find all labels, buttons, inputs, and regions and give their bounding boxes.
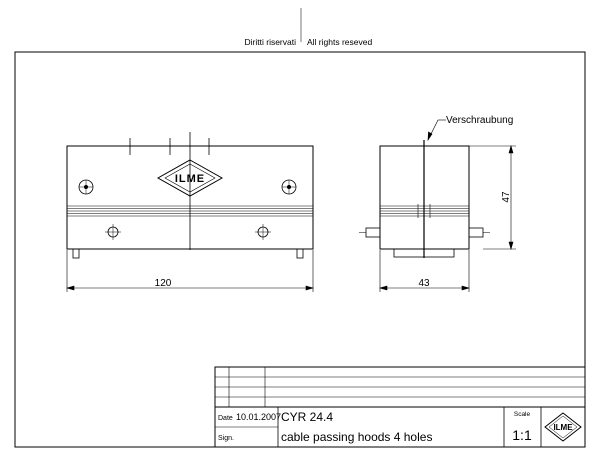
side-bottom-stub xyxy=(393,248,455,258)
title-block-logo-text: ILME xyxy=(553,423,573,432)
front-logo-text: ILME xyxy=(175,173,205,185)
part-code: CYR 24.4 xyxy=(281,410,333,424)
rights-reserved-italian: Diritti riservati xyxy=(245,37,297,47)
rights-reserved-english: All rights reseved xyxy=(307,37,372,47)
title-block xyxy=(214,366,586,448)
scale-value: 1:1 xyxy=(512,427,532,443)
front-left-screw xyxy=(78,179,94,195)
front-right-screw xyxy=(281,179,297,195)
date-label: Date xyxy=(218,415,233,422)
sign-label: Sign. xyxy=(218,435,234,442)
side-width-dimension xyxy=(378,250,471,292)
side-callout-label: Verschraubung xyxy=(446,115,513,126)
side-height-dimension xyxy=(469,144,516,251)
front-width-label: 120 xyxy=(155,278,172,289)
side-height-label: 47 xyxy=(501,191,512,203)
date-value: 10.01.2007 xyxy=(236,412,281,422)
front-right-hole xyxy=(255,224,271,240)
front-width-dimension xyxy=(65,250,315,292)
side-callout-leader xyxy=(427,119,446,142)
title-block-logo: ILME xyxy=(544,412,582,442)
part-description: cable passing hoods 4 holes xyxy=(281,430,432,444)
side-width-label: 43 xyxy=(418,278,430,289)
side-cable-glands xyxy=(359,227,490,238)
front-left-hole xyxy=(105,224,121,240)
front-feet xyxy=(72,248,304,259)
front-view: ILME xyxy=(65,132,315,292)
front-logo: ILME xyxy=(156,159,224,197)
scale-label: Scale xyxy=(514,411,531,418)
side-view: Verschraubung 43 47 xyxy=(359,115,516,292)
side-grooves xyxy=(380,204,469,218)
